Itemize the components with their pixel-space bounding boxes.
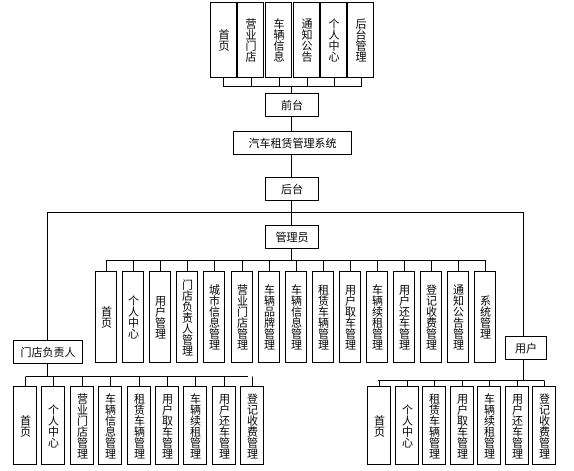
admin-module-1: 首页: [95, 271, 117, 363]
admin-module-label: 首页: [99, 306, 113, 328]
admin-module-4: 门店负责人管理: [176, 271, 198, 363]
store-manager-module-2: 个人中心: [41, 386, 65, 465]
admin-module-2: 个人中心: [122, 271, 144, 363]
admin-module-label: 车辆续租管理: [370, 284, 384, 350]
frontend-module-label: 车辆信息: [272, 18, 285, 62]
admin-module-label: 通知公告管理: [451, 284, 465, 350]
admin-module-label: 个人中心: [126, 295, 140, 339]
store-manager-node: 门店负责人: [13, 340, 83, 364]
admin-module-label: 车辆品牌管理: [262, 284, 276, 350]
store-manager-module-label: 租赁车辆管理: [132, 392, 146, 459]
admin-module-3: 用户管理: [149, 271, 171, 363]
admin-module-9: 租赁车辆管理: [312, 271, 334, 363]
store-manager-module-4: 车辆信息管理: [98, 386, 122, 465]
user-module-5: 车辆续租管理: [477, 386, 501, 465]
admin-module-label: 用户取车管理: [343, 284, 357, 350]
admin-module-8: 车辆信息管理: [285, 271, 307, 363]
backend-node: 后台: [265, 177, 319, 201]
store-manager-module-3: 营业门店管理: [70, 386, 94, 465]
admin-module-13: 登记收费管理: [420, 271, 442, 363]
admin-module-label: 营业门店管理: [235, 284, 249, 350]
user-module-label: 租赁车辆管理: [427, 392, 441, 459]
admin-module-label: 登记收费管理: [424, 284, 438, 350]
frontend-module-3: 车辆信息: [265, 2, 292, 78]
frontend-module-label: 营业门店: [244, 18, 257, 62]
admin-module-label: 系统管理: [478, 295, 492, 339]
user-module-3: 租赁车辆管理: [422, 386, 446, 465]
admin-module-7: 车辆品牌管理: [258, 271, 280, 363]
user-module-label: 用户取车管理: [455, 392, 469, 459]
user-node: 用户: [505, 336, 547, 360]
store-manager-module-8: 用户还车管理: [212, 386, 236, 465]
store-manager-module-5: 租赁车辆管理: [127, 386, 151, 465]
user-module-2: 个人中心: [395, 386, 419, 465]
frontend-module-6: 后台管理: [347, 2, 374, 78]
admin-module-5: 城市信息管理: [203, 271, 225, 363]
user-module-label: 首页: [372, 414, 386, 437]
frontend-module-label: 后台管理: [354, 18, 367, 62]
user-module-4: 用户取车管理: [450, 386, 474, 465]
user-module-label: 个人中心: [400, 403, 414, 448]
system-title-node: 汽车租赁管理系统: [233, 131, 352, 155]
admin-node: 管理员: [265, 225, 319, 249]
store-manager-module-1: 首页: [13, 386, 37, 465]
admin-module-15: 系统管理: [474, 271, 496, 363]
store-manager-module-label: 营业门店管理: [75, 392, 89, 459]
admin-module-11: 车辆续租管理: [366, 271, 388, 363]
user-module-label: 车辆续租管理: [482, 392, 496, 459]
store-manager-module-label: 登记收费管理: [245, 392, 259, 459]
frontend-module-2: 营业门店: [237, 2, 264, 78]
store-manager-module-label: 车辆信息管理: [103, 392, 117, 459]
admin-module-label: 车辆信息管理: [289, 284, 303, 350]
store-manager-module-label: 用户还车管理: [217, 392, 231, 459]
user-module-6: 用户还车管理: [505, 386, 529, 465]
frontend-module-5: 个人中心: [320, 2, 347, 78]
user-module-label: 用户还车管理: [510, 392, 524, 459]
admin-module-12: 用户还车管理: [393, 271, 415, 363]
user-module-1: 首页: [367, 386, 391, 465]
admin-module-label: 用户还车管理: [397, 284, 411, 350]
admin-module-label: 租赁车辆管理: [316, 284, 330, 350]
store-manager-module-9: 登记收费管理: [240, 386, 264, 465]
frontend-module-4: 通知公告: [293, 2, 320, 78]
frontend-module-1: 首页: [210, 2, 237, 78]
admin-module-label: 门店负责人管理: [180, 278, 194, 356]
admin-module-6: 营业门店管理: [231, 271, 253, 363]
admin-module-14: 通知公告管理: [447, 271, 469, 363]
store-manager-module-label: 用户取车管理: [160, 392, 174, 459]
store-manager-module-7: 车辆续租管理: [183, 386, 207, 465]
store-manager-module-label: 个人中心: [46, 403, 60, 448]
admin-module-label: 用户管理: [153, 295, 167, 339]
store-manager-module-6: 用户取车管理: [155, 386, 179, 465]
store-manager-module-label: 首页: [18, 414, 32, 437]
frontend-module-label: 个人中心: [327, 18, 340, 62]
admin-module-label: 城市信息管理: [207, 284, 221, 350]
admin-module-10: 用户取车管理: [339, 271, 361, 363]
frontend-module-label: 首页: [217, 29, 230, 51]
store-manager-module-label: 车辆续租管理: [188, 392, 202, 459]
user-module-label: 登记收费管理: [537, 392, 551, 459]
user-module-7: 登记收费管理: [532, 386, 556, 465]
frontend-node: 前台: [265, 93, 319, 117]
frontend-module-label: 通知公告: [300, 18, 313, 62]
